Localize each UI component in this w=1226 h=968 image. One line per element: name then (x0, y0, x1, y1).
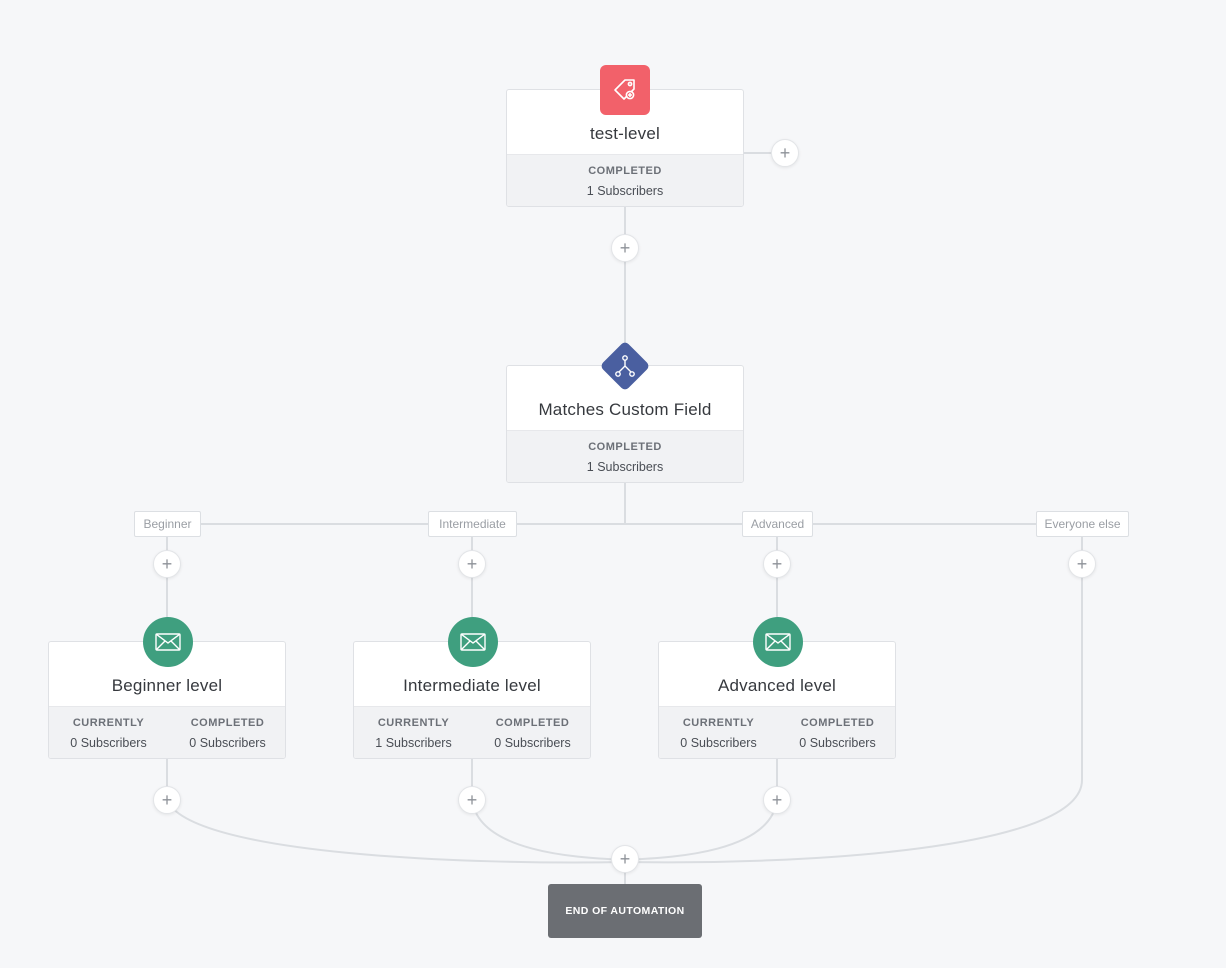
node-stats: COMPLETED 1 Subscribers (507, 154, 743, 206)
stat-label: COMPLETED (495, 717, 570, 729)
add-step-button[interactable]: + (458, 786, 486, 814)
add-step-button[interactable]: + (153, 550, 181, 578)
add-step-button[interactable]: + (153, 786, 181, 814)
stat-value: 0 Subscribers (494, 736, 571, 750)
branch-label-advanced[interactable]: Advanced (742, 511, 813, 537)
mail-icon[interactable] (753, 617, 803, 667)
stat-label: CURRENTLY (377, 717, 450, 729)
stat-value: 0 Subscribers (799, 736, 876, 750)
stat-value: 1 Subscribers (586, 460, 664, 474)
node-stats: CURRENTLY 0 Subscribers COMPLETED 0 Subs… (49, 706, 285, 758)
node-title: test-level (589, 124, 661, 143)
stat-value: 1 Subscribers (375, 736, 452, 750)
tag-icon[interactable] (600, 65, 650, 115)
branch-icon[interactable] (599, 340, 651, 392)
stat-label: COMPLETED (588, 441, 662, 453)
mail-icon[interactable] (143, 617, 193, 667)
stat-value: 1 Subscribers (586, 184, 664, 198)
branch-label-beginner[interactable]: Beginner (134, 511, 201, 537)
add-step-button[interactable]: + (763, 550, 791, 578)
mail-icon[interactable] (448, 617, 498, 667)
add-step-button[interactable]: + (763, 786, 791, 814)
branch-label-everyone-else[interactable]: Everyone else (1036, 511, 1129, 537)
node-title: Intermediate level (403, 676, 541, 695)
stat-label: CURRENTLY (682, 717, 755, 729)
branch-label-intermediate[interactable]: Intermediate (428, 511, 517, 537)
add-step-button[interactable]: + (1068, 550, 1096, 578)
email-node-advanced[interactable]: Advanced level CURRENTLY 0 Subscribers C… (658, 641, 896, 759)
node-stats: COMPLETED 1 Subscribers (507, 430, 743, 482)
stat-value: 0 Subscribers (70, 736, 147, 750)
node-stats: CURRENTLY 1 Subscribers COMPLETED 0 Subs… (354, 706, 590, 758)
add-step-button[interactable]: + (458, 550, 486, 578)
end-of-automation: END OF AUTOMATION (548, 884, 702, 938)
add-merge-step-button[interactable]: + (611, 845, 639, 873)
add-step-button[interactable]: + (611, 234, 639, 262)
email-node-intermediate[interactable]: Intermediate level CURRENTLY 1 Subscribe… (353, 641, 591, 759)
email-node-beginner[interactable]: Beginner level CURRENTLY 0 Subscribers C… (48, 641, 286, 759)
stat-label: COMPLETED (800, 717, 875, 729)
node-title: Matches Custom Field (538, 400, 712, 419)
stat-label: COMPLETED (190, 717, 265, 729)
node-title: Beginner level (111, 676, 223, 695)
stat-value: 0 Subscribers (189, 736, 266, 750)
node-title: Advanced level (717, 676, 837, 695)
add-side-step-button[interactable]: + (771, 139, 799, 167)
stat-label: COMPLETED (588, 165, 662, 177)
stat-label: CURRENTLY (72, 717, 145, 729)
stat-value: 0 Subscribers (680, 736, 757, 750)
node-stats: CURRENTLY 0 Subscribers COMPLETED 0 Subs… (659, 706, 895, 758)
